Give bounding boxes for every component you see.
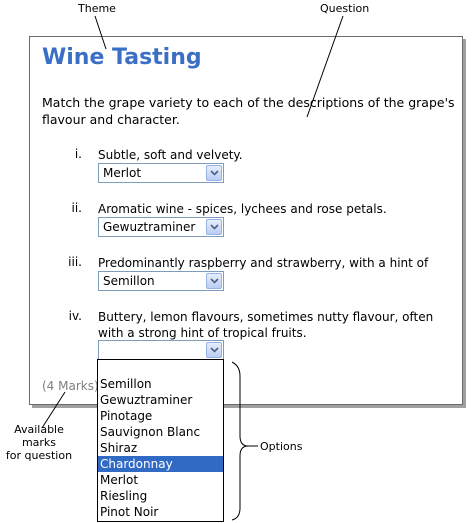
answer-select[interactable]: Gewuztraminer	[98, 217, 224, 237]
options-dropdown[interactable]: Semillon Gewuztraminer Pinotage Sauvigno…	[97, 359, 224, 522]
dropdown-option[interactable]: Sauvignon Blanc	[100, 425, 201, 439]
callout-theme: Theme	[78, 2, 116, 15]
marks-pointer-line	[41, 391, 66, 429]
chevron-down-icon[interactable]	[206, 342, 222, 358]
dropdown-option[interactable]: Riesling	[100, 489, 148, 503]
callout-question: Question	[320, 2, 370, 15]
chevron-down-icon[interactable]	[206, 219, 222, 235]
callout-options: Options	[260, 440, 303, 453]
callout-marks-line-3: for question	[5, 449, 73, 462]
answer-select[interactable]: Semillon	[98, 271, 224, 291]
question-text: Subtle, soft and velvety.	[98, 148, 243, 162]
answer-select-value: Merlot	[103, 166, 142, 180]
callout-marks-line-1: Available	[14, 423, 64, 436]
chevron-down-icon[interactable]	[206, 165, 222, 181]
dropdown-option[interactable]: Pinot Noir	[100, 505, 159, 519]
question-pointer-line	[306, 15, 344, 118]
dropdown-option[interactable]: Gewuztraminer	[100, 393, 193, 407]
question-panel: Wine Tasting Match the grape variety to …	[29, 36, 463, 405]
question-text: Aromatic wine - spices, lychees and rose…	[98, 202, 387, 216]
question-intro: Match the grape variety to each of the d…	[42, 95, 455, 127]
callout-marks: Available marks for question	[2, 423, 76, 462]
dropdown-option[interactable]: Semillon	[100, 377, 152, 391]
dropdown-option[interactable]: Pinotage	[100, 409, 153, 423]
marks-label: (4 Marks)	[42, 379, 99, 393]
question-number: ii.	[71, 201, 82, 215]
question-number: i.	[74, 147, 82, 161]
dropdown-option[interactable]: Merlot	[100, 473, 139, 487]
question-number: iv.	[68, 309, 82, 323]
quiz-title: Wine Tasting	[42, 45, 202, 70]
question-text: Buttery, lemon flavours, sometimes nutty…	[98, 310, 434, 340]
dropdown-option-selected[interactable]: Chardonnay	[98, 456, 223, 472]
options-bracket	[231, 361, 249, 521]
theme-pointer-line	[94, 15, 107, 50]
dropdown-option[interactable]: Shiraz	[100, 441, 138, 455]
callout-marks-line-2: marks	[21, 436, 57, 449]
answer-select-value: Semillon	[103, 274, 155, 288]
answer-select-value: Gewuztraminer	[103, 220, 196, 234]
question-number: iii.	[68, 255, 82, 269]
chevron-down-icon[interactable]	[206, 273, 222, 289]
answer-select[interactable]: Merlot	[98, 163, 224, 183]
